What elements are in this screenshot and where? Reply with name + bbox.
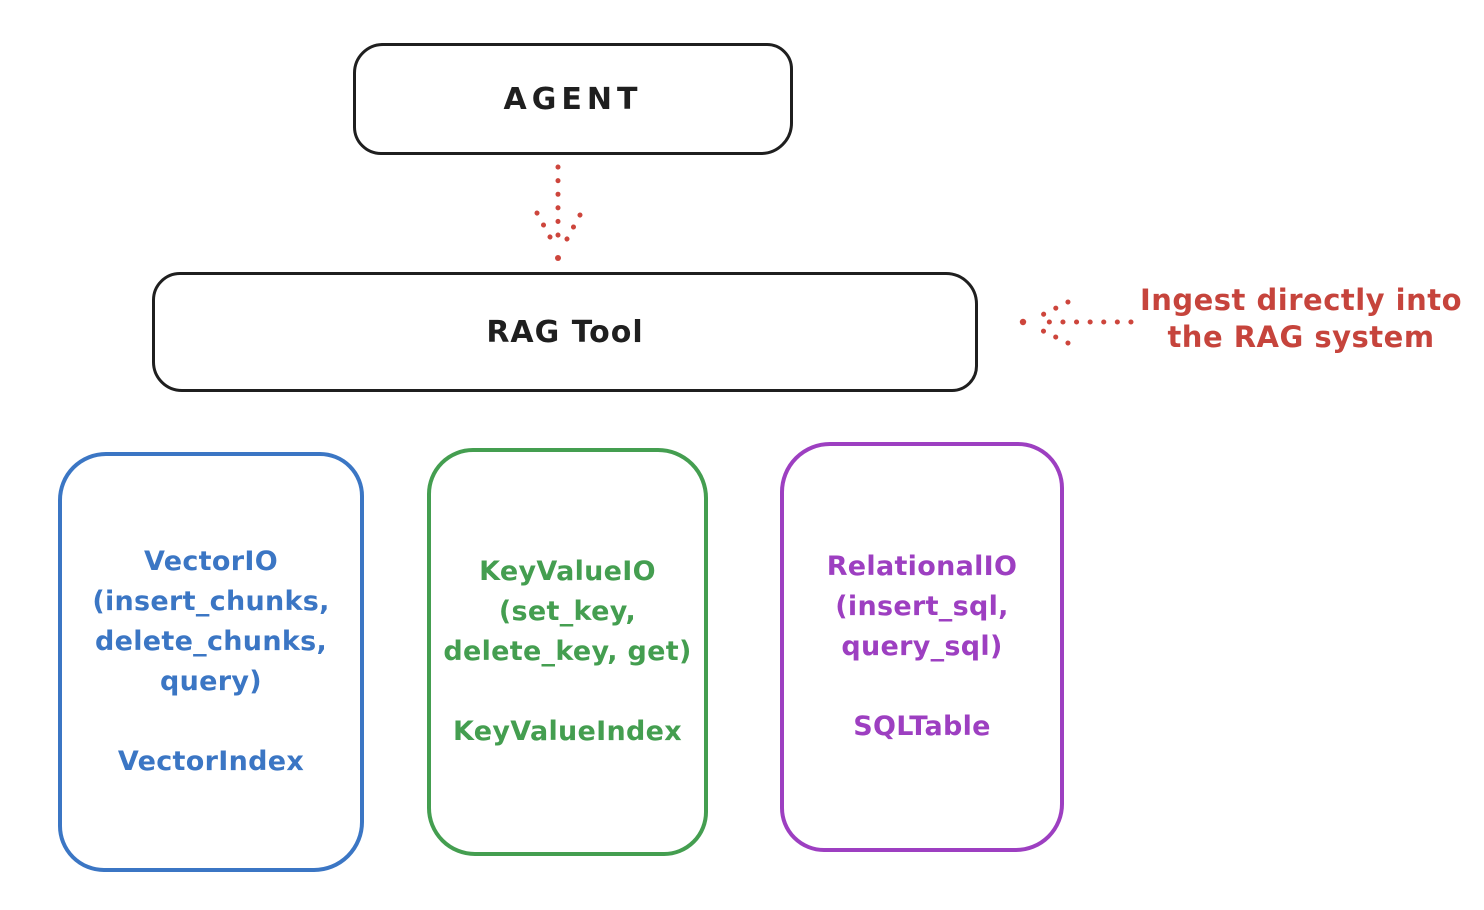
relational-io-card-text: RelationalIO (insert_sql, query_sql) SQL…: [827, 547, 1018, 747]
card-title: KeyValueIO: [479, 556, 656, 587]
keyvalue-io-card: KeyValueIO (set_key, delete_key, get) Ke…: [427, 448, 708, 856]
card-index-name: KeyValueIndex: [452, 716, 682, 747]
vector-io-card-text: VectorIO (insert_chunks, delete_chunks, …: [92, 542, 329, 782]
relational-io-card: RelationalIO (insert_sql, query_sql) SQL…: [780, 442, 1064, 852]
keyvalue-io-card-text: KeyValueIO (set_key, delete_key, get) Ke…: [443, 552, 691, 752]
rag-tool-label: RAG Tool: [486, 314, 644, 350]
ingest-annotation-line1: Ingest directly into: [1139, 283, 1463, 317]
vector-io-card: VectorIO (insert_chunks, delete_chunks, …: [58, 452, 364, 872]
agent-to-ragtool-arrow: [534, 164, 583, 261]
card-method-line: (insert_chunks,: [92, 586, 330, 617]
card-method-line: (set_key,: [498, 596, 637, 627]
agent-label: AGENT: [503, 81, 643, 117]
card-method-line: query_sql): [841, 631, 1003, 662]
card-index-name: VectorIndex: [117, 746, 305, 777]
card-title: VectorIO: [144, 546, 278, 577]
card-method-line: query): [160, 666, 262, 697]
annotation-to-ragtool-arrow: [1019, 299, 1134, 346]
card-title: RelationalIO: [826, 551, 1018, 582]
card-method-line: delete_key, get): [443, 636, 692, 667]
card-method-line: delete_chunks,: [94, 626, 328, 657]
ingest-annotation-line2: the RAG system: [1167, 320, 1435, 354]
agent-node: AGENT: [353, 43, 793, 155]
rag-tool-node: RAG Tool: [152, 272, 978, 392]
card-method-line: (insert_sql,: [835, 591, 1009, 622]
card-index-name: SQLTable: [853, 711, 991, 742]
ingest-annotation: Ingest directly into the RAG system: [1128, 282, 1474, 356]
